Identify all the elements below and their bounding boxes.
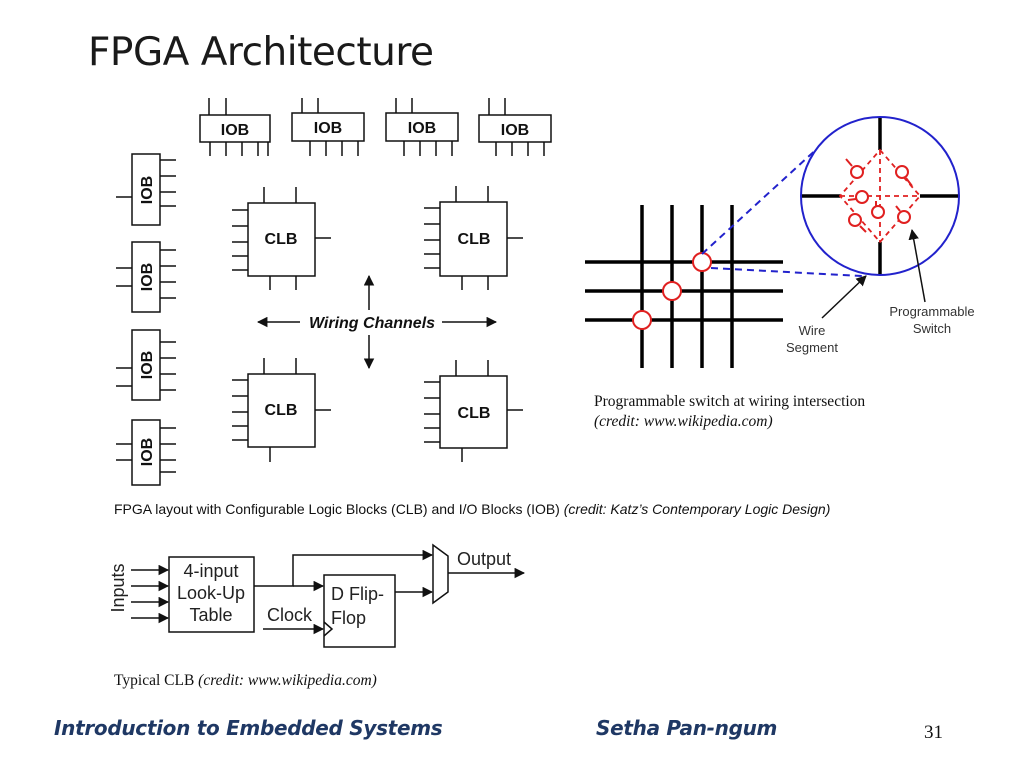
wiring-channels-label: Wiring Channels	[309, 315, 435, 332]
clb-top-right: CLB	[424, 186, 523, 290]
lut-box	[168, 556, 255, 633]
flip-flop-box	[323, 574, 396, 648]
annotation-arrows	[821, 228, 926, 319]
clock-label: Clock	[267, 605, 313, 625]
programmable-switch-label-2: Switch	[913, 321, 951, 336]
clb-block-labels: Inputs 4-input Look-Up Table Clock D Fli…	[108, 549, 511, 628]
ff-label-1: D Flip-	[331, 584, 384, 604]
inputs-label: Inputs	[108, 563, 128, 612]
clb-label: CLB	[458, 405, 491, 422]
clb-label: CLB	[458, 231, 491, 248]
magnifier-lines	[701, 145, 863, 277]
lut-label-3: Table	[189, 605, 232, 625]
layout-caption-credit: (credit: Katz’s Contemporary Logic Desig…	[563, 501, 831, 517]
clb-label: CLB	[265, 402, 298, 419]
lut-label-1: 4-input	[183, 561, 238, 581]
iob-label: IOB	[139, 351, 156, 379]
lut-label-2: Look-Up	[177, 583, 245, 603]
iob-label: IOB	[139, 176, 156, 204]
footer-author: Setha Pan-ngum	[596, 716, 778, 740]
fpga-layout-diagram: IOB IOB IOB IOB IOB IOB	[116, 98, 552, 486]
wire-segment-label: Wire	[799, 323, 826, 338]
wire-segment-label-2: Segment	[786, 340, 838, 355]
layout-caption-text: FPGA layout with Configurable Logic Bloc…	[114, 501, 564, 517]
switch-diagram: Programmable Switch Wire Segment	[585, 116, 975, 368]
clb-caption-text: Typical CLB	[114, 672, 199, 689]
iob-label: IOB	[139, 263, 156, 291]
output-label: Output	[457, 549, 511, 569]
iob-label: IOB	[314, 120, 342, 137]
magnified-switch-view	[800, 116, 960, 276]
programmable-switch-point	[632, 310, 652, 330]
iob-top-3: IOB	[385, 98, 459, 156]
iob-left-1: IOB	[116, 153, 176, 226]
wiring-channel-arrows	[256, 274, 498, 370]
clb-label: CLB	[265, 231, 298, 248]
iob-left-2: IOB	[116, 241, 176, 313]
page-number: 31	[924, 722, 943, 743]
iob-left-4: IOB	[116, 419, 176, 486]
clb-caption-credit: (credit: www.wikipedia.com)	[198, 672, 377, 689]
output-mux	[432, 543, 449, 605]
iob-label: IOB	[408, 120, 436, 137]
slide-title: FPGA Architecture	[88, 30, 434, 75]
ff-label-2: Flop	[331, 608, 366, 628]
clb-bottom-left: CLB	[232, 358, 331, 462]
iob-left-3: IOB	[116, 329, 176, 401]
wire-grid	[585, 205, 783, 368]
iob-top-1: IOB	[199, 98, 271, 156]
programmable-switch-point	[692, 252, 712, 272]
switch-caption-text: Programmable switch at wiring intersecti…	[594, 393, 866, 410]
iob-top-4: IOB	[478, 98, 552, 156]
switch-diagram-caption: Programmable switch at wiring intersecti…	[594, 392, 865, 432]
iob-top-2: IOB	[291, 98, 365, 156]
switch-caption-credit: (credit: www.wikipedia.com)	[594, 413, 773, 430]
iob-label: IOB	[501, 122, 529, 139]
footer-course-title: Introduction to Embedded Systems	[54, 716, 443, 740]
programmable-switch-label: Programmable	[889, 304, 974, 319]
clb-block-diagram	[131, 543, 526, 648]
layout-diagram-caption: FPGA layout with Configurable Logic Bloc…	[114, 501, 830, 517]
programmable-switch-point	[662, 281, 682, 301]
iob-label: IOB	[221, 122, 249, 139]
clb-diagram-caption: Typical CLB (credit: www.wikipedia.com)	[114, 672, 377, 690]
clb-top-left: CLB	[232, 187, 331, 290]
clb-bottom-right: CLB	[424, 360, 523, 462]
switch-points	[632, 252, 712, 330]
iob-label: IOB	[139, 438, 156, 466]
